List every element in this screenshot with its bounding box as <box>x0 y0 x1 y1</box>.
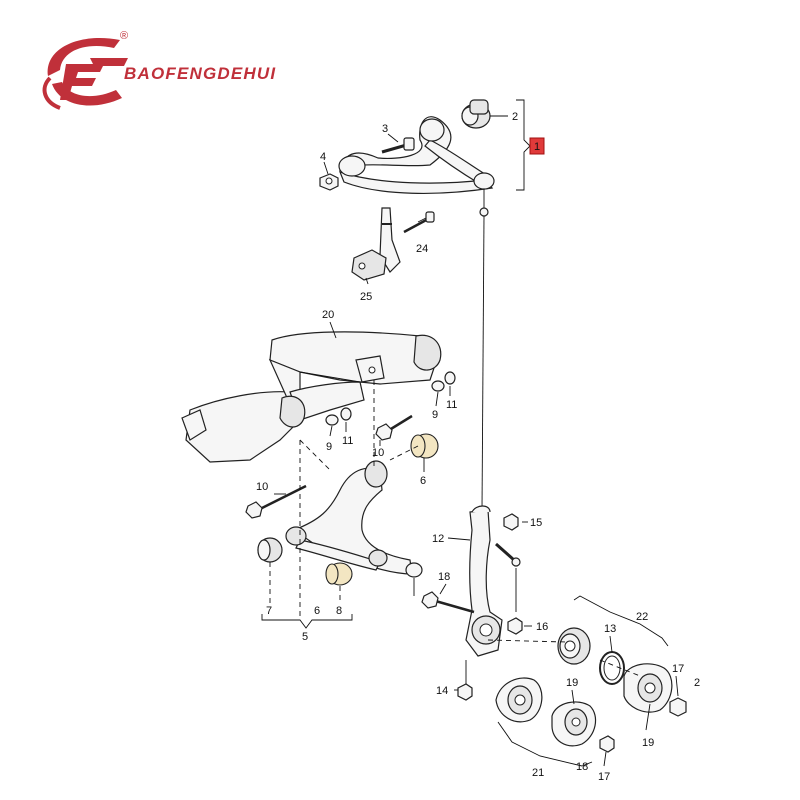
callout-13: 13 <box>604 623 616 635</box>
callout-1: 1 <box>534 141 540 153</box>
lower-control-arm <box>285 460 423 596</box>
bolt-10-lower <box>245 484 307 519</box>
bushing-7 <box>257 537 283 563</box>
bushing-8 <box>325 562 353 586</box>
callout-21: 21 <box>532 767 544 779</box>
subframe-20 <box>181 331 442 463</box>
wheel-bearing <box>557 627 591 665</box>
hub-carrier-left <box>495 677 543 723</box>
callout-10-upper: 10 <box>372 447 384 459</box>
brand-logo <box>42 37 128 110</box>
bushing-2 <box>461 99 491 129</box>
callout-18-hub: 18 <box>576 761 588 773</box>
callout-9-left: 9 <box>326 441 332 453</box>
callout-11-right: 11 <box>446 399 457 411</box>
callout-19-mid: 19 <box>566 677 578 689</box>
callout-16: 16 <box>536 621 548 633</box>
callout-10-lower: 10 <box>256 481 268 493</box>
callout-6-upper: 6 <box>420 475 426 487</box>
callout-4: 4 <box>320 151 326 163</box>
callout-6-lower: 6 <box>314 605 320 617</box>
callout-20: 20 <box>322 309 334 321</box>
callout-14: 14 <box>436 685 448 697</box>
callout-25: 25 <box>360 291 372 303</box>
callout-9-right: 9 <box>432 409 438 421</box>
registered-mark: ® <box>120 30 129 42</box>
callout-7: 7 <box>266 605 272 617</box>
callout-2: 2 <box>512 111 518 123</box>
callout-24: 24 <box>416 243 428 255</box>
callout-15: 15 <box>530 517 542 529</box>
bushing-6 <box>410 433 439 459</box>
bolt-10-upper <box>375 414 413 441</box>
callout-19-right: 19 <box>642 737 654 749</box>
callout-12: 12 <box>432 533 444 545</box>
bolt-3 <box>381 137 415 154</box>
bolt-18 <box>421 591 475 614</box>
callout-11-left: 11 <box>342 435 353 447</box>
callout-22: 22 <box>636 611 648 623</box>
wheel-hub-left <box>551 701 615 753</box>
callout-5: 5 <box>302 631 308 643</box>
callout-3: 3 <box>382 123 388 135</box>
bolt-24 <box>403 211 435 234</box>
upper-control-arm <box>338 116 495 217</box>
callout-8: 8 <box>336 605 342 617</box>
brand-name: BAOFENGDEHUI <box>124 64 277 83</box>
callout-18-knuckle: 18 <box>438 571 450 583</box>
tie-rod-end <box>495 542 521 612</box>
callout-2-right: 2 <box>694 677 700 689</box>
nut-4 <box>319 173 339 191</box>
level-sensor-25 <box>351 207 401 281</box>
callout-17-right: 17 <box>672 663 684 675</box>
wheel-hub-right <box>623 663 687 717</box>
steering-knuckle-12 <box>465 505 503 657</box>
callout-17-left: 17 <box>598 771 610 783</box>
